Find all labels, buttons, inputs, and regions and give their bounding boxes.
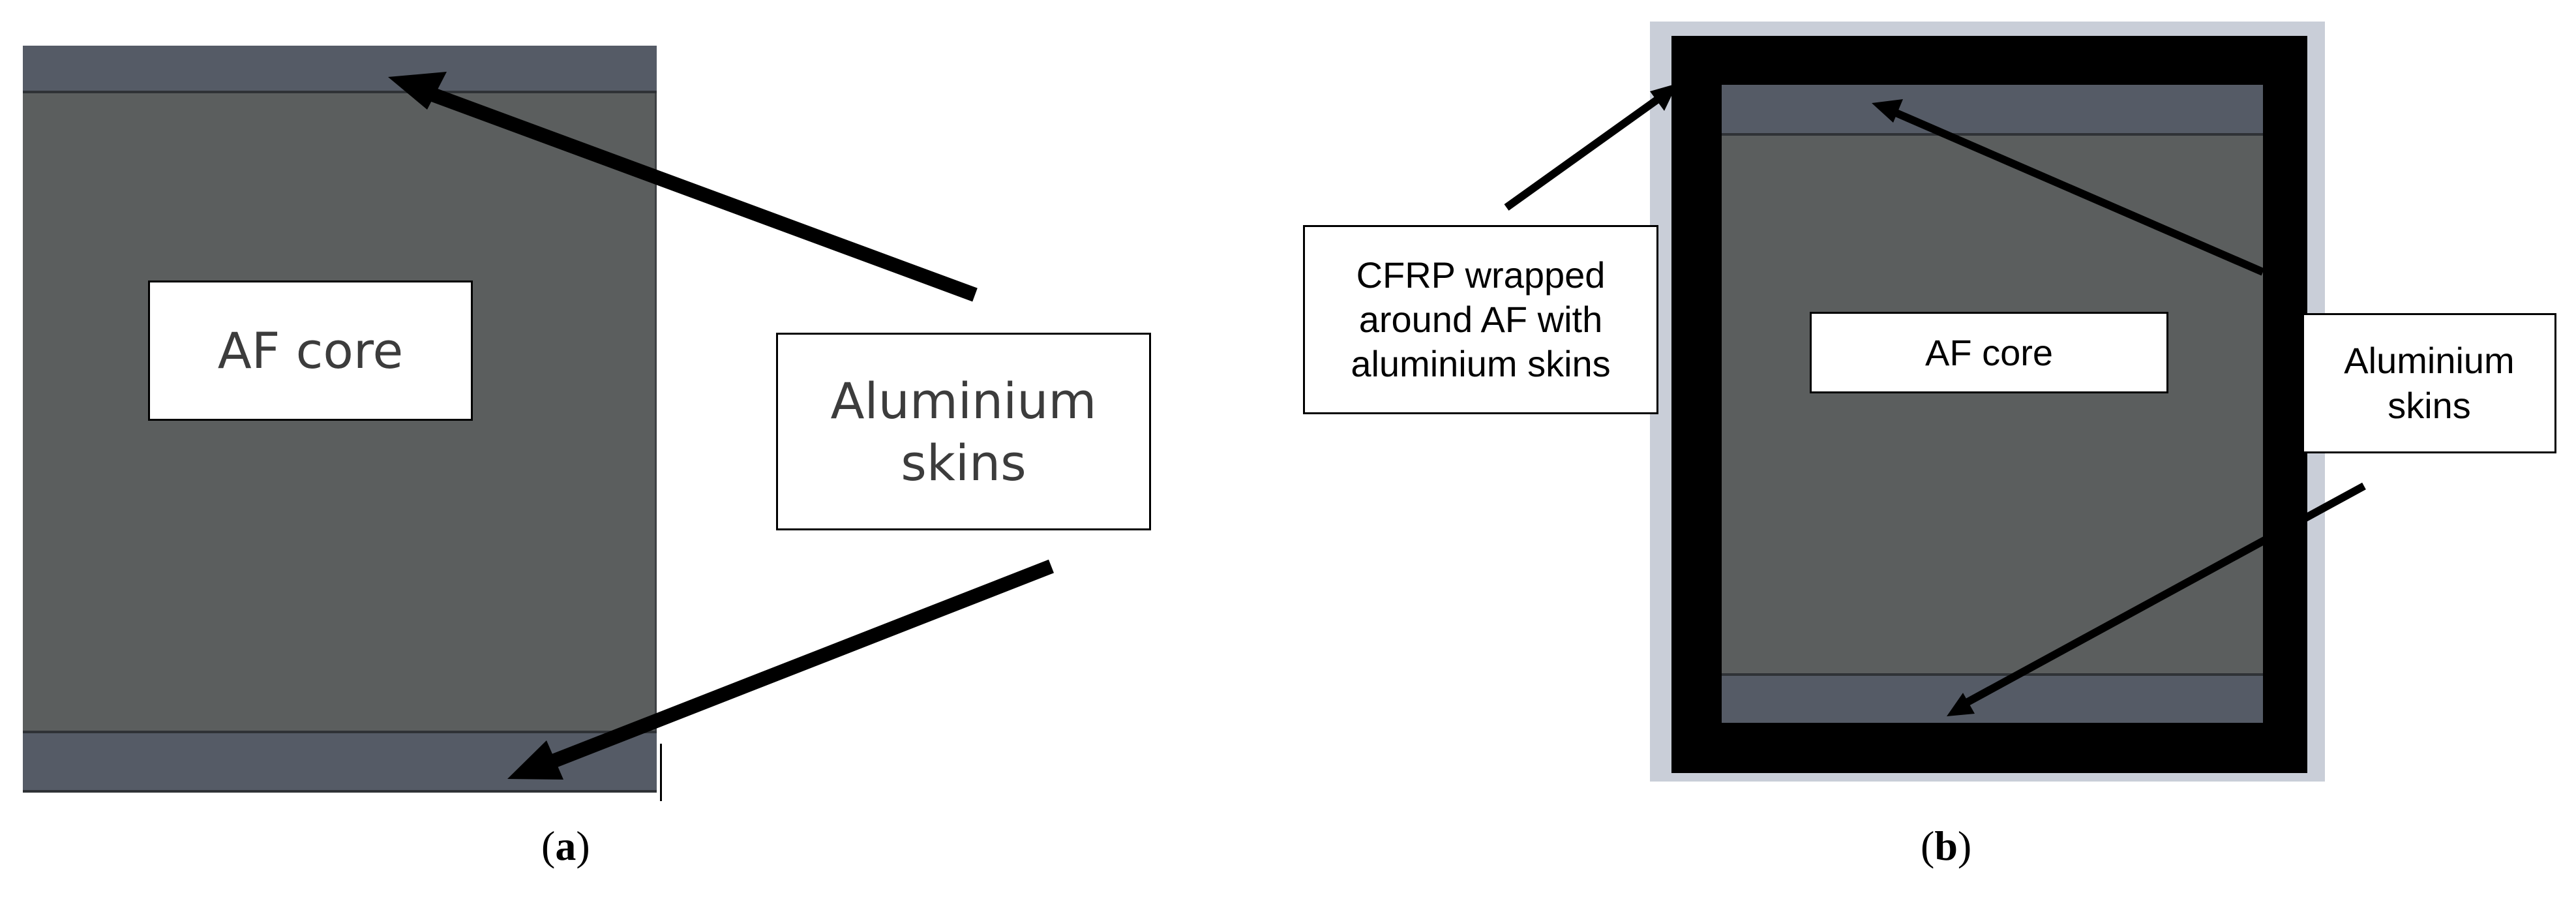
panel-a-arrow-to-bottom-skin [545, 559, 1055, 770]
panel-b-skins-label: Aluminium skins [2302, 313, 2556, 453]
panel-a-top-aluminium-skin [23, 46, 657, 93]
panel-b-cfrp-label: CFRP wrapped around AF with aluminium sk… [1303, 225, 1658, 414]
panel-b-skins-label-line1: Aluminium [2344, 340, 2515, 382]
panel-b-caption: (b) [1921, 823, 1972, 869]
panel-b-arrowhead-top-skin [1872, 99, 1903, 123]
panel-b-core-label: AF core [1810, 312, 2168, 393]
panel-b-cfrp-label-line1: CFRP wrapped [1356, 254, 1606, 296]
panel-a-caption: (a) [541, 823, 590, 869]
panel-a-skins-label-line1: Aluminium [830, 371, 1097, 430]
panel-b-bottom-aluminium-skin [1722, 673, 2263, 723]
panel-a-edge-tick [660, 744, 662, 801]
panel-a-arrowhead-bottom [507, 740, 563, 780]
panel-b-af-core [1722, 85, 2263, 723]
panel-b-arrowhead-cfrp [1650, 84, 1677, 111]
panel-a-arrow-to-top-skin [421, 84, 978, 302]
panel-b-cfrp-label-line3: aluminium skins [1351, 343, 1611, 385]
panel-b-arrow-to-cfrp-wrap [1504, 95, 1662, 211]
panel-a-skins-label-line2: skins [901, 433, 1026, 492]
panel-a-core-label: AF core [148, 281, 473, 421]
panel-a-skins-label: Aluminium skins [776, 333, 1151, 530]
panel-b-arrowhead-bottom-skin [1947, 693, 1975, 716]
panel-b-top-aluminium-skin [1722, 85, 2263, 136]
panel-b-arrow-to-top-skin [1893, 108, 2265, 276]
panel-a-arrowhead-top [388, 72, 447, 110]
panel-b-skins-label-line2: skins [2388, 384, 2471, 426]
panel-b-cfrp-label-line2: around AF with [1358, 298, 1603, 340]
panel-b-arrow-to-bottom-skin [1961, 482, 2366, 708]
